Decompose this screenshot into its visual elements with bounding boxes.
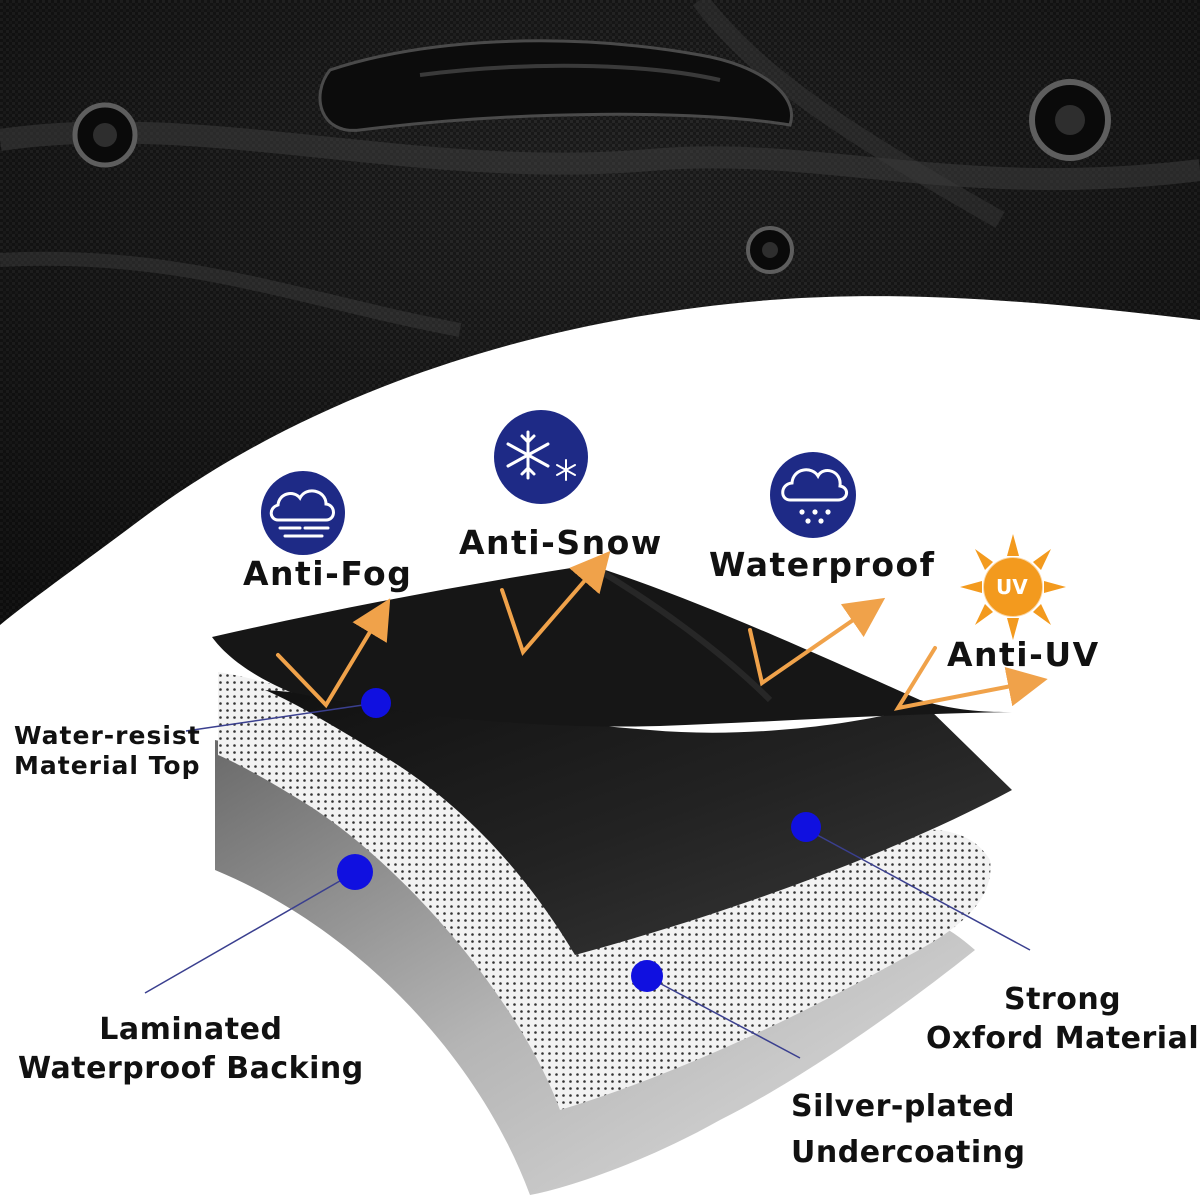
waterproof-label: Waterproof xyxy=(709,545,936,584)
uv-sun-icon xyxy=(960,534,1066,640)
anti-fog-label: Anti-Fog xyxy=(243,554,413,593)
rain-cloud-icon xyxy=(770,452,856,538)
marker-dot xyxy=(361,688,391,718)
grommet xyxy=(746,226,794,274)
fog-cloud-icon xyxy=(261,471,345,555)
laminated-backing-label: Laminated Waterproof Backing xyxy=(18,1010,364,1088)
water-resist-top-line1: Water-resist xyxy=(14,721,201,750)
anti-snow-label: Anti-Snow xyxy=(459,523,663,562)
uv-badge-text: UV xyxy=(996,575,1028,599)
water-resist-top-line2: Material Top xyxy=(14,750,201,780)
marker-dot xyxy=(791,812,821,842)
silver-plated-line2: Undercoating xyxy=(791,1134,1026,1170)
reflection-arrows xyxy=(276,550,1048,711)
fabric-photo xyxy=(0,0,1200,625)
grommet xyxy=(72,102,138,168)
snowflake-icon xyxy=(494,410,588,504)
silver-plated-label: Silver-plated Undercoating xyxy=(791,1084,1025,1175)
water-resist-top-label: Water-resist Material Top xyxy=(14,721,201,780)
oxford-material-label: Strong Oxford Material xyxy=(926,980,1199,1058)
oxford-material-line1: Strong xyxy=(1003,982,1122,1017)
anti-uv-label: Anti-UV xyxy=(947,635,1100,674)
oxford-material-line2: Oxford Material xyxy=(926,1021,1200,1056)
marker-dot xyxy=(631,960,663,992)
oxford-dark-layer xyxy=(265,690,1012,955)
marker-dot xyxy=(337,854,373,890)
silver-plated-line1: Silver-plated xyxy=(791,1089,1015,1124)
layer-markers xyxy=(337,688,821,992)
water-resist-top-layer xyxy=(212,565,1012,727)
laminated-backing-line1: Laminated xyxy=(99,1012,283,1047)
laminated-backing-line2: Waterproof Backing xyxy=(18,1051,364,1086)
leader-lines xyxy=(144,703,1031,1059)
grommet xyxy=(1029,79,1111,161)
